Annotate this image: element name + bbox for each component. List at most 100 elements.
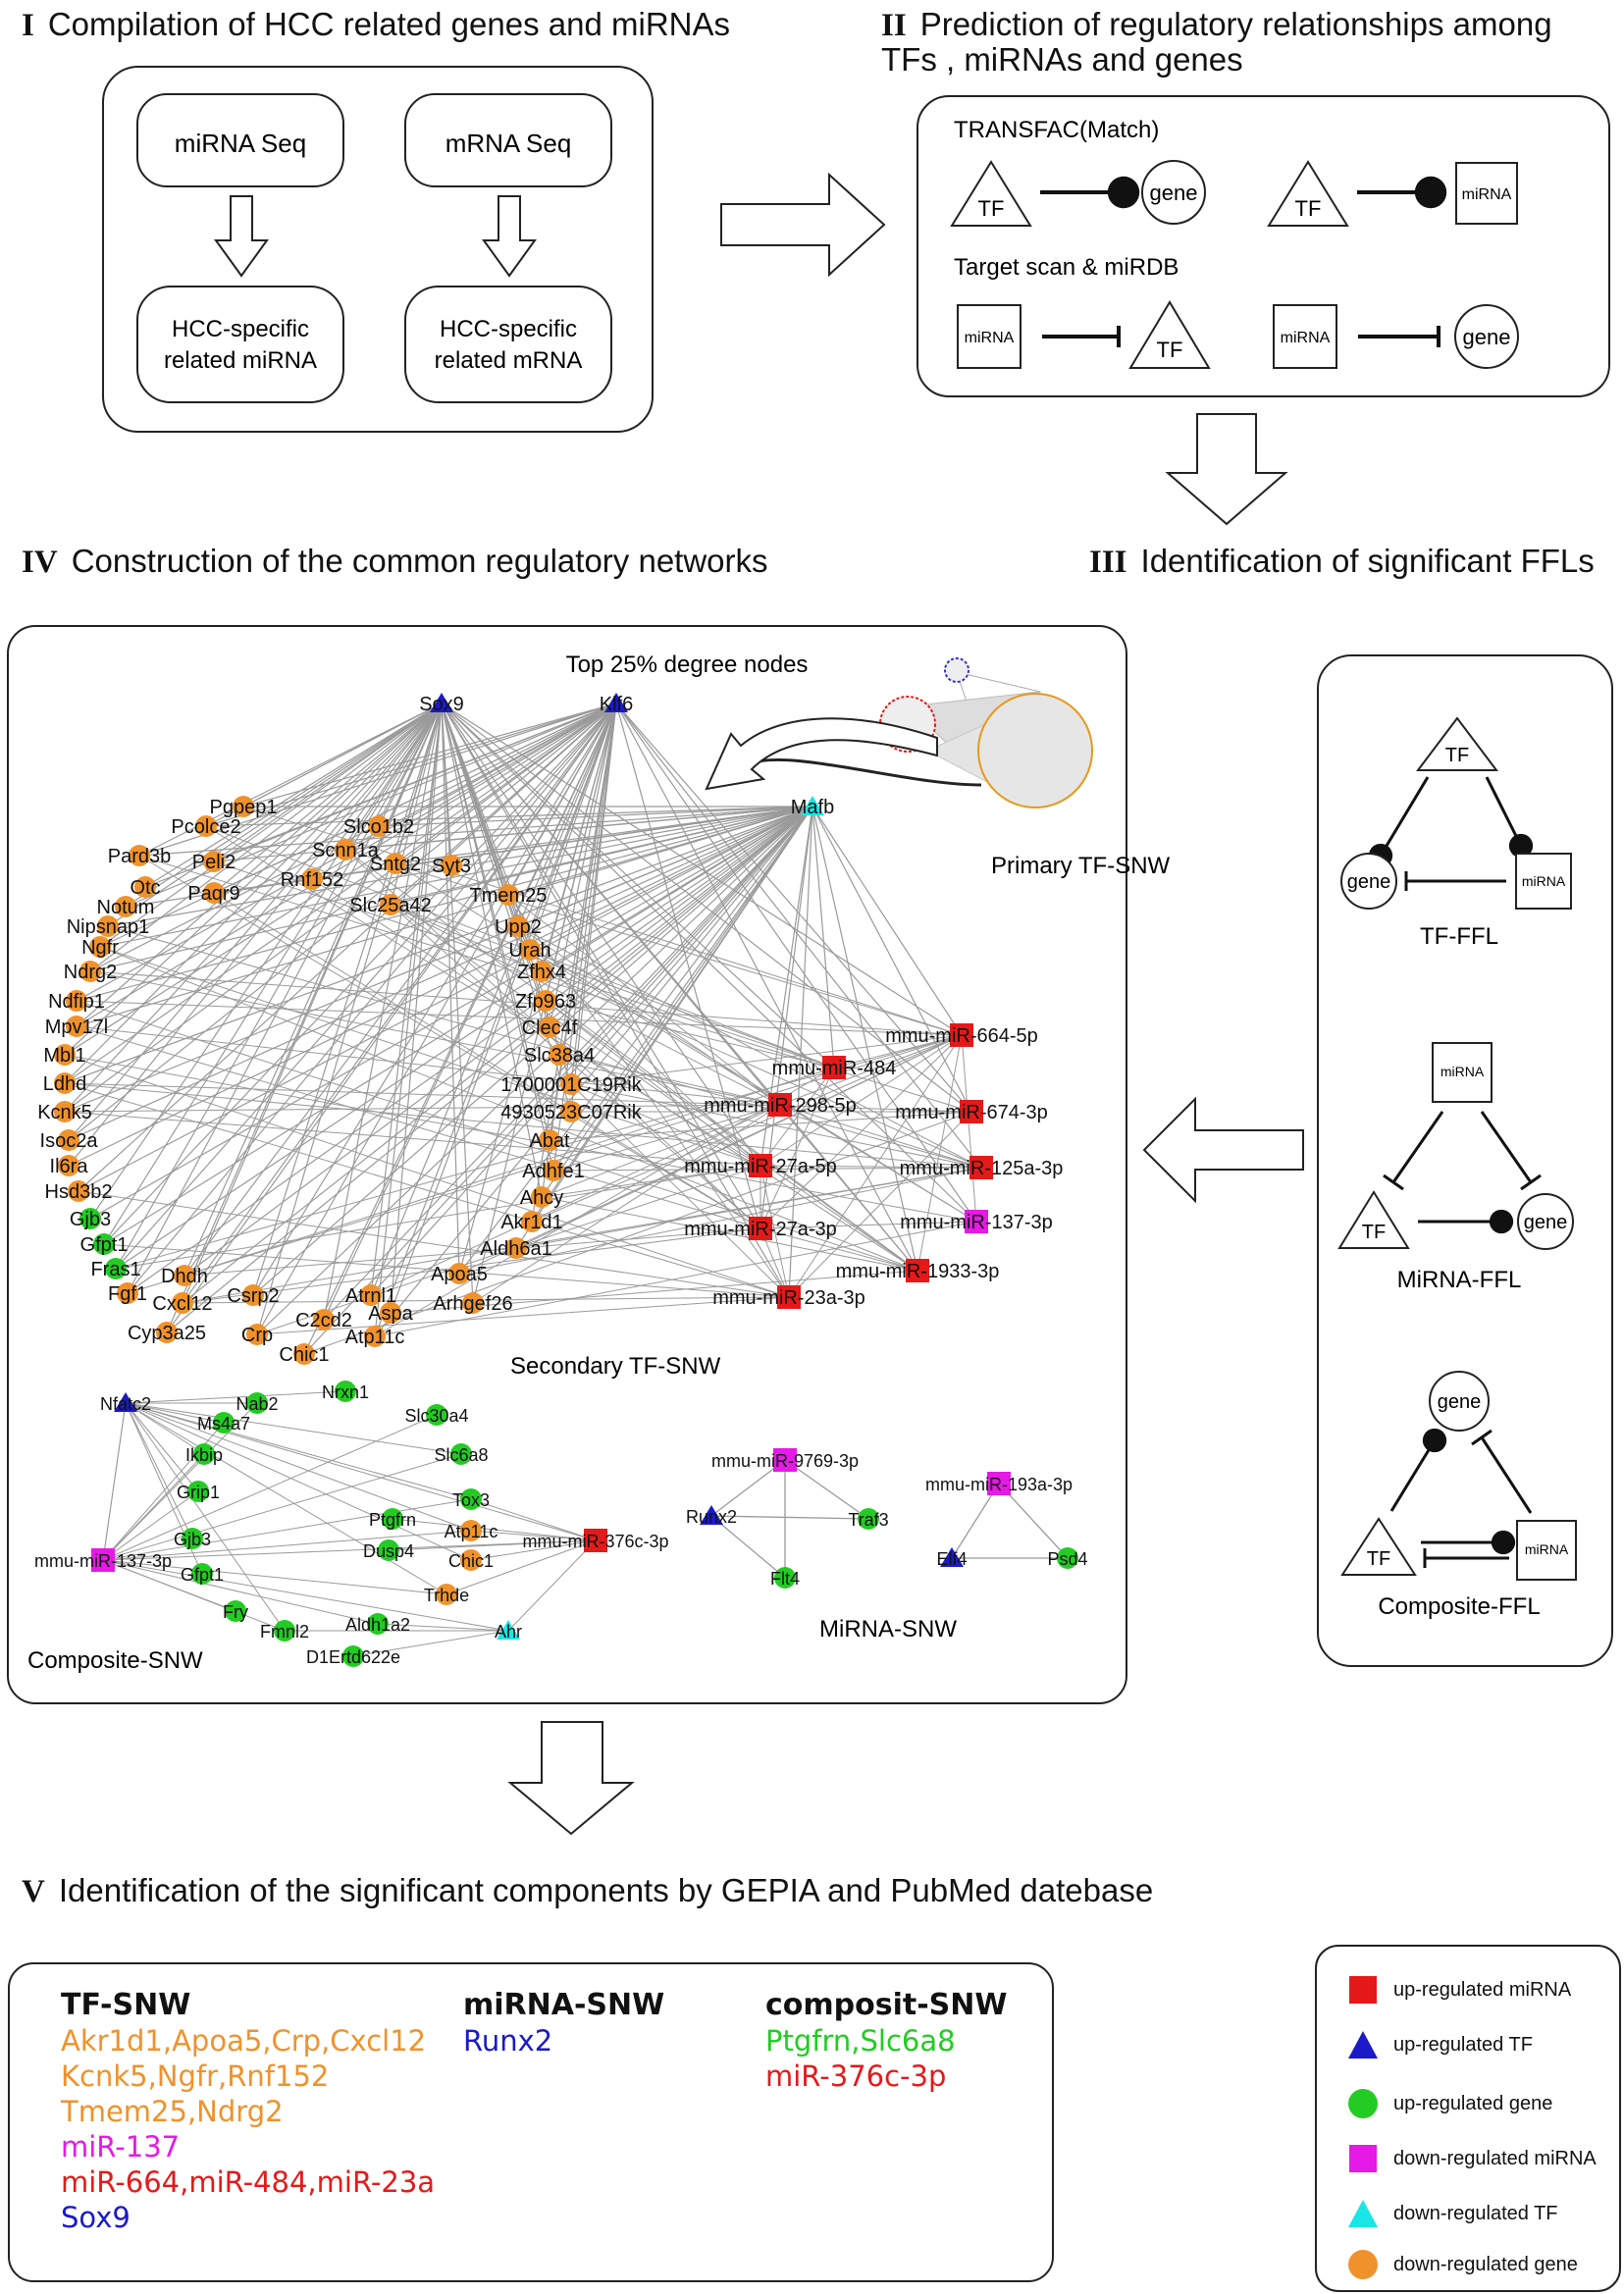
legend: up-regulated miRNA up-regulated TF up-re… bbox=[1315, 1945, 1621, 2292]
node-label: Zfhx4 bbox=[517, 962, 566, 983]
tf-snw-line-1: Akr1d1,Apoa5,Crp,Cxcl12 bbox=[61, 2024, 427, 2058]
node-label: Grip1 bbox=[177, 1483, 220, 1502]
network-node: mmu-miR-137-3p bbox=[900, 1210, 1053, 1233]
compffl-gene-label: gene bbox=[1438, 1391, 1482, 1413]
node-marker bbox=[535, 990, 556, 1012]
node-label: Peli2 bbox=[192, 852, 236, 873]
network-node: Klf6 bbox=[600, 693, 633, 715]
network-node: Cxcl12 bbox=[152, 1292, 213, 1315]
node-marker bbox=[987, 1472, 1011, 1495]
network-node: Fry bbox=[223, 1600, 248, 1622]
network-edge bbox=[710, 1515, 869, 1520]
compffl-tf bbox=[1340, 1517, 1417, 1576]
network-edge bbox=[102, 1559, 447, 1595]
node-label: mmu-miR-1933-3p bbox=[836, 1261, 1000, 1282]
network-node: Syt3 bbox=[432, 855, 471, 877]
node-label: mmu-miR-137-3p bbox=[900, 1212, 1053, 1233]
node-marker bbox=[66, 1016, 87, 1037]
network-edge bbox=[125, 1402, 225, 1424]
node-marker bbox=[382, 1508, 403, 1530]
hcc-mrna-line2: related mRNA bbox=[435, 347, 583, 374]
node-label: Notum bbox=[97, 897, 155, 918]
network-edge bbox=[760, 1165, 790, 1298]
network-edge bbox=[102, 1402, 127, 1561]
network-node: Pard3b bbox=[108, 845, 171, 867]
network-edge bbox=[78, 806, 813, 1192]
network-node: 1700001C19Rik bbox=[500, 1073, 643, 1096]
network-edge bbox=[529, 949, 977, 1223]
targetscan-label: Target scan & miRDB bbox=[954, 254, 1179, 281]
node-label: Gfpt1 bbox=[181, 1565, 224, 1585]
node-label: Psd4 bbox=[1047, 1549, 1087, 1569]
network-edge bbox=[138, 703, 443, 857]
node-label: Cxcl12 bbox=[152, 1293, 212, 1315]
network-edge bbox=[125, 1402, 472, 1500]
node-label: Nab2 bbox=[236, 1394, 278, 1414]
legend-up-mirna: up-regulated miRNA bbox=[1346, 1970, 1571, 2009]
tf-label-3: TF bbox=[1157, 338, 1183, 362]
panel-ffl bbox=[1317, 654, 1613, 1667]
node-marker bbox=[54, 1101, 76, 1122]
network-edge bbox=[833, 1034, 963, 1069]
arrow-down-2 bbox=[1165, 413, 1288, 526]
node-marker bbox=[498, 884, 519, 906]
tfffl-tf-label: TF bbox=[1445, 745, 1469, 766]
network-node: Hsd3b2 bbox=[45, 1180, 112, 1203]
network-edge bbox=[68, 806, 813, 1141]
network-edge bbox=[470, 1498, 597, 1541]
compffl-edge-2 bbox=[1480, 1436, 1533, 1514]
network-edge bbox=[102, 1453, 205, 1561]
mirna-seq-label: miRNA Seq bbox=[175, 129, 306, 158]
network-node: Chic1 bbox=[279, 1343, 330, 1366]
mirna-seq-box bbox=[136, 93, 344, 187]
network-edge bbox=[760, 1067, 835, 1167]
node-marker bbox=[700, 1505, 723, 1525]
magenta-square-icon bbox=[1349, 2145, 1377, 2172]
network-node: Aldh1a2 bbox=[345, 1613, 410, 1635]
network-edge bbox=[549, 1111, 972, 1141]
network-edge bbox=[812, 806, 835, 1069]
hcc-mirna-line1: HCC-specific bbox=[172, 316, 309, 342]
red-square-icon bbox=[1349, 1976, 1377, 2004]
mirna-square-2 bbox=[957, 304, 1022, 369]
node-marker bbox=[225, 1600, 246, 1622]
node-marker bbox=[604, 693, 628, 712]
network-edge bbox=[374, 703, 443, 1337]
network-node: Pcolce2 bbox=[171, 815, 241, 838]
network-node: Atp11c bbox=[445, 1520, 498, 1541]
network-node: Sox9 bbox=[419, 693, 464, 715]
network-edge bbox=[392, 1518, 597, 1541]
network-node: Ahr bbox=[495, 1620, 522, 1642]
node-marker bbox=[560, 1073, 582, 1095]
node-marker bbox=[233, 796, 254, 817]
network-node: Flt4 bbox=[770, 1567, 800, 1589]
network-edge bbox=[784, 1459, 869, 1520]
network-edge bbox=[812, 806, 918, 1272]
network-edge bbox=[242, 806, 963, 1036]
tf-snw-line-5: miR-664,miR-484,miR-23a bbox=[61, 2165, 436, 2199]
node-marker bbox=[521, 1211, 543, 1232]
node-label: Fmnl2 bbox=[260, 1622, 309, 1642]
results-panel: TF-SNW Akr1d1,Apoa5,Crp,Cxcl12 Kcnk5,Ngf… bbox=[8, 1962, 1054, 2282]
network-edge bbox=[760, 1034, 963, 1229]
network-node: Elf4 bbox=[936, 1547, 968, 1569]
node-marker bbox=[172, 1292, 193, 1314]
node-label: Sox9 bbox=[419, 694, 464, 715]
network-edge bbox=[78, 703, 617, 1192]
network-edge bbox=[615, 703, 761, 1229]
network-node: Slc38a4 bbox=[524, 1044, 595, 1067]
tfffl-edge-2 bbox=[1485, 776, 1534, 859]
network-node: Clec4f bbox=[522, 1017, 578, 1039]
network-node: Mafb bbox=[791, 796, 834, 818]
secondary-tfsnw-label: Secondary TF-SNW bbox=[510, 1353, 721, 1380]
network-edge bbox=[470, 1539, 597, 1561]
network-node: Ndfip1 bbox=[48, 990, 105, 1013]
network-node: Akr1d1 bbox=[500, 1211, 563, 1233]
network-edge bbox=[242, 703, 617, 808]
node-marker bbox=[114, 1392, 137, 1412]
network-edge bbox=[458, 1034, 963, 1275]
mirna-label-2: miRNA bbox=[965, 330, 1015, 346]
network-edge bbox=[252, 703, 443, 1296]
node-label: Paqr9 bbox=[187, 883, 239, 905]
